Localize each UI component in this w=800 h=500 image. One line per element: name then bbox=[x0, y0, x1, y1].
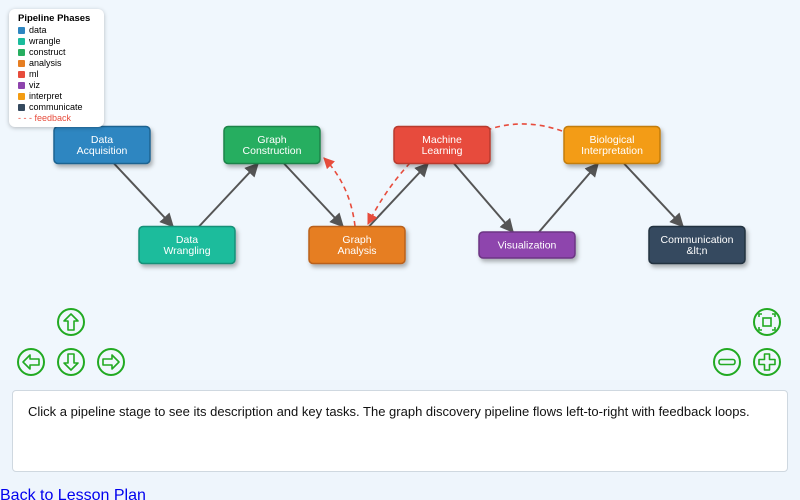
legend-feedback-label: - - - feedback bbox=[18, 113, 72, 123]
node-box bbox=[563, 125, 661, 165]
node-label: Data bbox=[91, 134, 113, 146]
legend-label: viz bbox=[29, 80, 40, 90]
node-box bbox=[478, 231, 576, 259]
legend-label: communicate bbox=[29, 102, 83, 112]
edge-analysis-to-ml bbox=[368, 162, 429, 228]
node-label: Construction bbox=[243, 145, 302, 157]
edges-layer bbox=[113, 162, 684, 234]
legend-label: construct bbox=[29, 47, 66, 57]
fit-screen-icon bbox=[758, 313, 776, 331]
arrow-left-icon bbox=[22, 354, 40, 370]
node-label: Learning bbox=[422, 145, 463, 157]
legend-swatch bbox=[18, 82, 25, 89]
legend-label: wrangle bbox=[29, 36, 61, 46]
node-label: Graph bbox=[257, 134, 286, 146]
edge-wrangle-to-construct bbox=[198, 162, 259, 228]
legend-item-construct: construct bbox=[18, 47, 104, 58]
node-box bbox=[138, 225, 236, 265]
back-to-lesson-plan-link[interactable]: Back to Lesson Plan bbox=[0, 487, 146, 500]
legend-item-analysis: analysis bbox=[18, 58, 104, 69]
legend-swatch bbox=[18, 49, 25, 56]
legend-label: data bbox=[29, 25, 47, 35]
edge-viz-to-interpret bbox=[538, 162, 599, 233]
pan-right-button[interactable] bbox=[97, 348, 125, 376]
nodes-layer: DataAcquisitionDataWranglingGraphConstru… bbox=[53, 125, 746, 265]
legend-swatch bbox=[18, 93, 25, 100]
legend-item-ml: ml bbox=[18, 69, 104, 80]
node-label: Machine bbox=[422, 134, 462, 146]
edge-data-to-wrangle bbox=[113, 162, 174, 228]
node-label: Interpretation bbox=[581, 145, 643, 157]
arrow-right-icon bbox=[102, 354, 120, 370]
node-label: Wrangling bbox=[163, 245, 210, 257]
pan-left-button[interactable] bbox=[17, 348, 45, 376]
node-label: Communication bbox=[661, 234, 734, 246]
zoom-in-button[interactable] bbox=[753, 348, 781, 376]
node-label: Acquisition bbox=[77, 145, 128, 157]
zoom-in-icon bbox=[758, 353, 776, 371]
edge-ml-to-viz bbox=[453, 162, 514, 234]
node-box bbox=[53, 125, 151, 165]
legend-label: interpret bbox=[29, 91, 63, 101]
feedback-edge-ml-to-analysis bbox=[367, 162, 411, 226]
node-label: Graph bbox=[342, 234, 371, 246]
legend-label: ml bbox=[29, 69, 39, 79]
legend-title: Pipeline Phases bbox=[18, 13, 91, 24]
legend-label: analysis bbox=[29, 58, 62, 68]
legend-item-wrangle: wrangle bbox=[18, 36, 104, 47]
node-label: Biological bbox=[590, 134, 635, 146]
feedback-edge-analysis-to-construct bbox=[323, 157, 356, 227]
node-box bbox=[648, 225, 746, 265]
feedback-edges-layer bbox=[323, 123, 563, 227]
node-label: Data bbox=[176, 234, 198, 246]
node-box bbox=[308, 225, 406, 265]
legend-item-data: data bbox=[18, 25, 104, 36]
edge-construct-to-analysis bbox=[283, 162, 344, 228]
legend-swatch bbox=[18, 104, 25, 111]
legend-item-communicate: communicate bbox=[18, 102, 104, 113]
node-label: &lt;n bbox=[686, 245, 707, 257]
legend-swatch bbox=[18, 60, 25, 67]
node-box bbox=[223, 125, 321, 165]
legend-swatch bbox=[18, 27, 25, 34]
node-label: Analysis bbox=[337, 245, 376, 257]
feedback-edge-interpret-to-ml bbox=[489, 123, 563, 132]
legend-item-interpret: interpret bbox=[18, 91, 104, 102]
zoom-out-button[interactable] bbox=[713, 348, 741, 376]
node-communicate[interactable]: Communication&lt;n bbox=[648, 225, 746, 265]
arrow-up-icon bbox=[63, 313, 79, 331]
legend-swatch bbox=[18, 71, 25, 78]
info-text: Click a pipeline stage to see its descri… bbox=[28, 404, 750, 419]
node-box bbox=[393, 125, 491, 165]
legend-swatch bbox=[18, 38, 25, 45]
info-panel: Click a pipeline stage to see its descri… bbox=[12, 390, 788, 472]
arrow-down-icon bbox=[63, 353, 79, 371]
pan-down-button[interactable] bbox=[57, 348, 85, 376]
legend-feedback: - - - feedback bbox=[18, 113, 104, 124]
node-viz[interactable]: Visualization bbox=[478, 231, 576, 259]
fit-screen-button[interactable] bbox=[753, 308, 781, 336]
node-label: Visualization bbox=[498, 240, 557, 252]
pan-up-button[interactable] bbox=[57, 308, 85, 336]
edge-interpret-to-communicate bbox=[623, 162, 684, 228]
zoom-out-icon bbox=[718, 358, 736, 366]
pipeline-diagram: DataAcquisitionDataWranglingGraphConstru… bbox=[53, 123, 746, 265]
legend-item-viz: viz bbox=[18, 80, 104, 91]
